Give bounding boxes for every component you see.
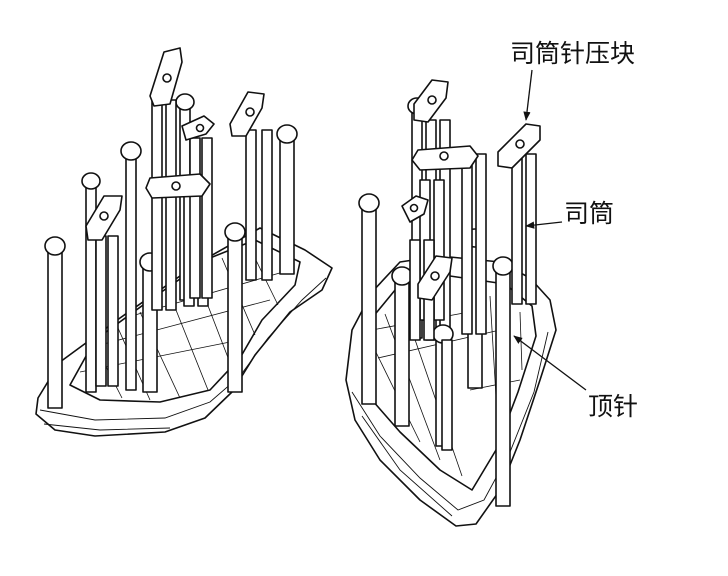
left-base-edge xyxy=(39,277,327,421)
right-sleeve-pin-plates xyxy=(401,79,541,301)
label-sleeve-pin-plate-text: 司筒针压块 xyxy=(510,39,635,68)
label-ejector-pin: 顶针 xyxy=(513,335,638,421)
label-sleeve: 司筒 xyxy=(525,199,614,229)
left-base-edge xyxy=(43,423,171,431)
right-assembly xyxy=(345,79,557,527)
left-assembly xyxy=(35,47,333,437)
right-base-edge xyxy=(351,331,549,511)
label-sleeve-pin-plate: 司筒针压块 xyxy=(510,39,635,121)
right-base-edge xyxy=(361,415,453,517)
left-sleeve-pin-plates xyxy=(85,47,265,241)
label-sleeve-text: 司筒 xyxy=(564,199,614,228)
label-ejector-pin-text: 顶针 xyxy=(588,392,638,421)
